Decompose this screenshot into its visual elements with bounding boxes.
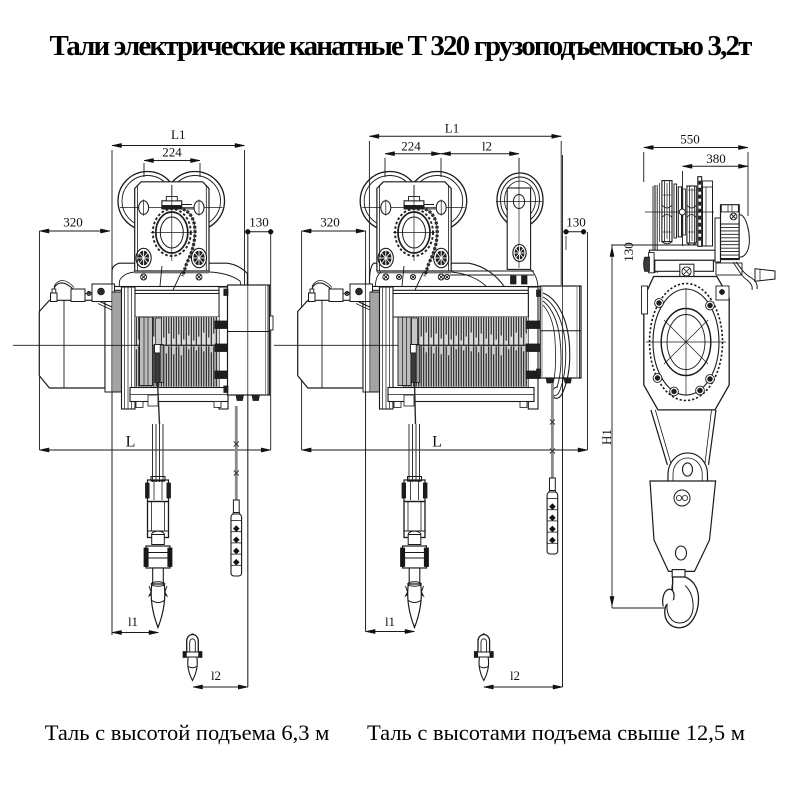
svg-text:320: 320 bbox=[320, 215, 340, 230]
svg-text:L: L bbox=[432, 434, 442, 451]
svg-text:H1: H1 bbox=[599, 429, 614, 445]
svg-text:130: 130 bbox=[621, 242, 636, 262]
svg-text:L1: L1 bbox=[171, 127, 185, 142]
svg-text:Таль с высотами подъема свыше: Таль с высотами подъема свыше 12,5 м bbox=[367, 720, 745, 745]
svg-text:l1: l1 bbox=[385, 614, 395, 629]
svg-text:224: 224 bbox=[401, 139, 421, 154]
svg-text:l1: l1 bbox=[128, 614, 138, 629]
svg-text:Тали электрические канатные Т: Тали электрические канатные Т 320 грузоп… bbox=[49, 30, 752, 62]
svg-text:Таль с высотой подъема 6,3 м: Таль с высотой подъема 6,3 м bbox=[45, 720, 330, 745]
svg-text:l2: l2 bbox=[211, 668, 221, 683]
svg-text:L1: L1 bbox=[445, 121, 459, 136]
svg-text:130: 130 bbox=[566, 215, 586, 230]
svg-text:l2: l2 bbox=[482, 139, 492, 154]
svg-text:320: 320 bbox=[63, 215, 83, 230]
svg-text:130: 130 bbox=[249, 215, 269, 230]
svg-text:550: 550 bbox=[680, 132, 700, 147]
svg-text:224: 224 bbox=[162, 145, 182, 160]
svg-text:L: L bbox=[126, 434, 136, 451]
svg-text:l2: l2 bbox=[510, 668, 520, 683]
svg-text:380: 380 bbox=[706, 151, 726, 166]
